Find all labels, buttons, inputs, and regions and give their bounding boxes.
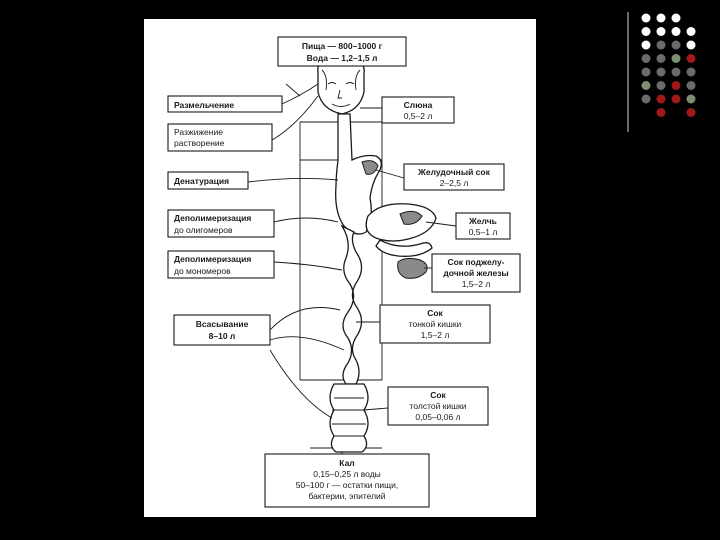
decorative-dot — [656, 54, 666, 63]
secretion-label: тонкой кишки — [409, 319, 462, 329]
secretion-label: толстой кишки — [410, 401, 467, 411]
output-label: 50–100 г — остатки пищи, — [296, 480, 399, 490]
decorative-dot — [656, 27, 666, 36]
secretion-label: дочной железы — [443, 268, 508, 278]
decorative-dot — [656, 67, 666, 77]
decorative-dot — [656, 94, 666, 104]
decorative-dot — [686, 108, 696, 117]
process-box-crushing: Размельчение — [167, 95, 283, 113]
secretion-label: 0,05–0,06 л — [415, 412, 460, 422]
decorative-dot — [686, 40, 696, 50]
small-intestine — [340, 224, 363, 385]
process-box-monomers: Деполимеризация до мономеров — [167, 250, 275, 279]
decorative-dot — [656, 40, 666, 50]
secretion-label: Слюна — [404, 100, 433, 110]
process-box-absorption: Всасывание 8–10 л — [173, 314, 271, 346]
decorative-dot — [671, 54, 681, 63]
process-label: до мономеров — [174, 266, 231, 276]
decorative-dot — [641, 67, 651, 77]
decorative-dot — [671, 40, 681, 50]
decorative-dot — [641, 54, 651, 63]
output-label: бактерии, эпителий — [308, 491, 385, 501]
secretion-label: Сок поджелу- — [447, 257, 504, 267]
secretion-box-bile: Желчь 0,5–1 л — [455, 212, 511, 240]
decorative-dot — [671, 13, 681, 23]
process-label: Денатурация — [174, 176, 229, 186]
decorative-dot — [656, 108, 666, 117]
secretion-label: 0,5–2 л — [404, 111, 433, 121]
decorative-dot — [686, 54, 696, 63]
intake-food-text: Пища — 800–1000 г — [302, 41, 383, 51]
secretion-label: 0,5–1 л — [469, 227, 498, 237]
secretion-label: 1,5–2 л — [462, 279, 491, 289]
secretion-label: Желчь — [468, 216, 497, 226]
process-box-denaturation: Денатурация — [167, 171, 249, 190]
pancreas — [397, 257, 428, 279]
large-intestine — [329, 383, 369, 453]
secretion-label: Сок — [430, 390, 446, 400]
intake-box: Пища — 800–1000 г Вода — 1,2–1,5 л — [277, 36, 407, 67]
process-label: растворение — [174, 138, 225, 148]
process-box-oligomers: Деполимеризация до олигомеров — [167, 209, 275, 238]
process-label: Деполимеризация — [174, 213, 251, 223]
left-leader-lines — [247, 83, 345, 419]
process-label: 8–10 л — [209, 331, 236, 341]
process-label: до олигомеров — [174, 225, 233, 235]
secretion-label: Желудочный сок — [417, 167, 490, 177]
intake-water-text: Вода — 1,2–1,5 л — [307, 53, 378, 63]
decorative-dot-grid — [627, 12, 696, 132]
decorative-dot — [671, 81, 681, 90]
liver-gallbladder — [365, 203, 437, 257]
process-label: Всасывание — [196, 319, 249, 329]
decorative-dot — [641, 94, 651, 104]
process-label: Разжижение — [174, 127, 223, 137]
decorative-dot — [641, 40, 651, 50]
secretion-box-small-intestine: Сок тонкой кишки 1,5–2 л — [379, 304, 491, 344]
secretion-box-gastric: Желудочный сок 2–2,5 л — [403, 163, 505, 191]
secretion-box-large-intestine: Сок толстой кишки 0,05–0,06 л — [387, 386, 489, 426]
secretion-box-saliva: Слюна 0,5–2 л — [381, 96, 455, 124]
secretion-label: Сок — [427, 308, 443, 318]
output-box: Кал 0,15–0,25 л воды 50–100 г — остатки … — [264, 453, 430, 508]
decorative-dot — [686, 81, 696, 90]
decorative-dot — [671, 94, 681, 104]
secretion-label: 2–2,5 л — [440, 178, 469, 188]
decorative-dot — [686, 27, 696, 36]
decorative-dot — [656, 81, 666, 90]
process-box-dilution: Разжижение растворение — [167, 123, 273, 152]
decorative-dot — [686, 67, 696, 77]
decorative-dot — [686, 94, 696, 104]
decorative-dot — [641, 27, 651, 36]
decorative-dot — [671, 67, 681, 77]
process-label: Размельчение — [174, 100, 234, 110]
decorative-dot — [641, 81, 651, 90]
decorative-dot — [656, 13, 666, 23]
decorative-dot — [671, 27, 681, 36]
head-illustration — [317, 57, 365, 115]
process-label: Деполимеризация — [174, 254, 251, 264]
secretion-label: 1,5–2 л — [421, 330, 450, 340]
output-label: 0,15–0,25 л воды — [313, 469, 381, 479]
output-label: Кал — [339, 458, 354, 468]
secretion-box-pancreatic: Сок поджелу- дочной железы 1,5–2 л — [431, 253, 521, 293]
decorative-dot — [641, 13, 651, 23]
